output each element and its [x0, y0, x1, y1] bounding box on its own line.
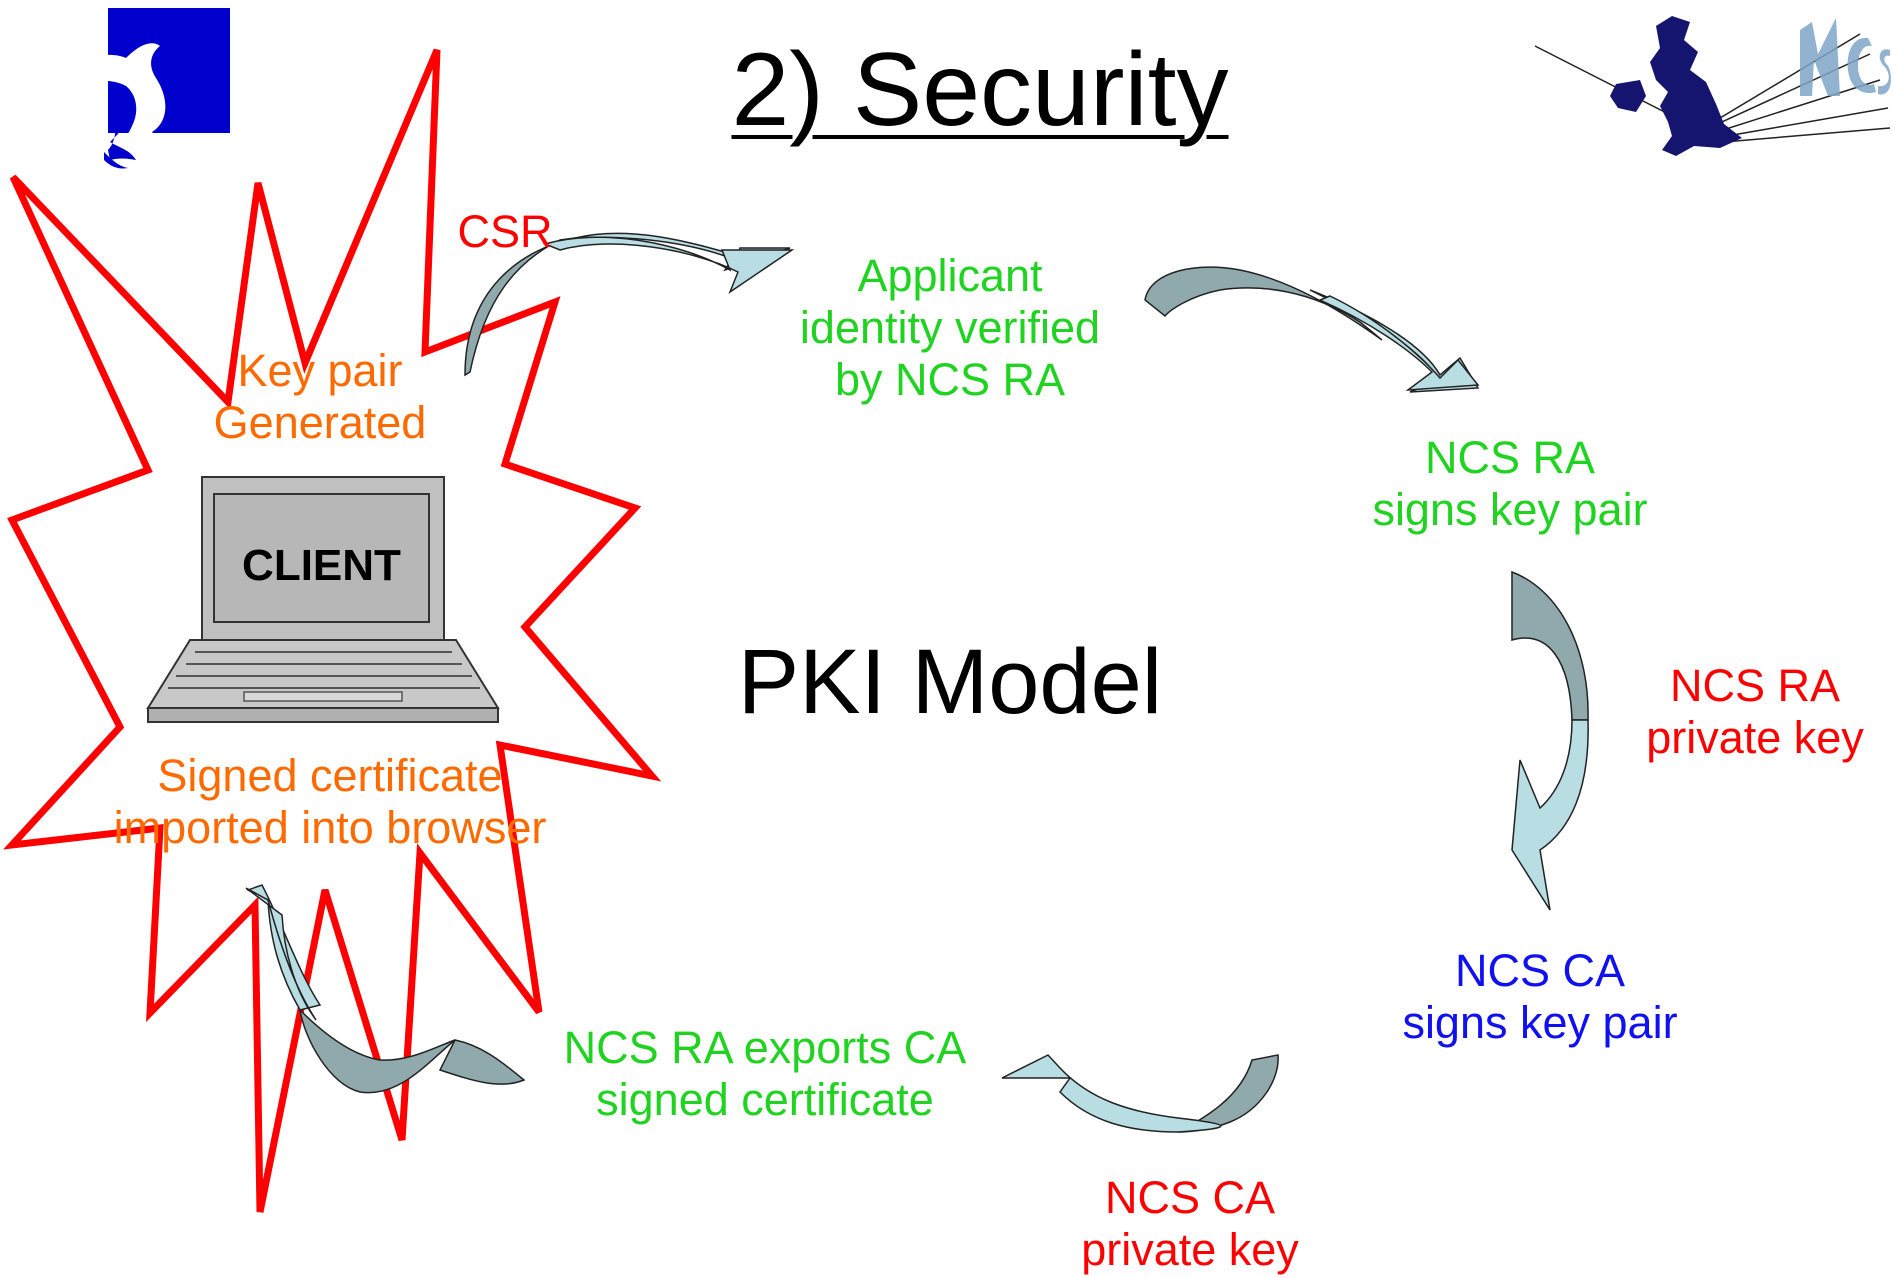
- ra-exports-label: NCS RA exports CA signed certificate: [563, 1022, 967, 1126]
- key-pair-generated-label: Key pair Generated: [213, 345, 427, 449]
- ca-private-key-label: NCS CA private key: [1081, 1172, 1299, 1276]
- signed-certificate-imported-label: Signed certificate imported into browser: [113, 750, 547, 854]
- ncs-uk-map-logo: [1534, 8, 1891, 162]
- applicant-verified-label: Applicant identity verified by NCS RA: [799, 250, 1101, 406]
- client-laptop: [146, 476, 500, 723]
- model-label: PKI Model: [737, 631, 1163, 733]
- page-title: 2) Security: [731, 32, 1229, 148]
- client-label: CLIENT: [242, 541, 401, 590]
- arrow-exports-to-client: [245, 884, 526, 1094]
- arrow-verified-to-ra-signs: [1144, 266, 1480, 393]
- ra-signs-label: NCS RA signs key pair: [1372, 432, 1648, 536]
- client-burst-outline: [3, 48, 662, 1213]
- arrow-ra-signs-to-ca-signs: [1511, 570, 1589, 911]
- ca-signs-label: NCS CA signs key pair: [1402, 945, 1678, 1049]
- arrow-client-to-ra: [464, 232, 795, 377]
- arrow-ca-signs-to-exports: [1001, 1054, 1279, 1133]
- ra-private-key-label: NCS RA private key: [1646, 660, 1864, 764]
- csr-label: CSR: [457, 206, 553, 257]
- dolphin-logo: [52, 8, 230, 169]
